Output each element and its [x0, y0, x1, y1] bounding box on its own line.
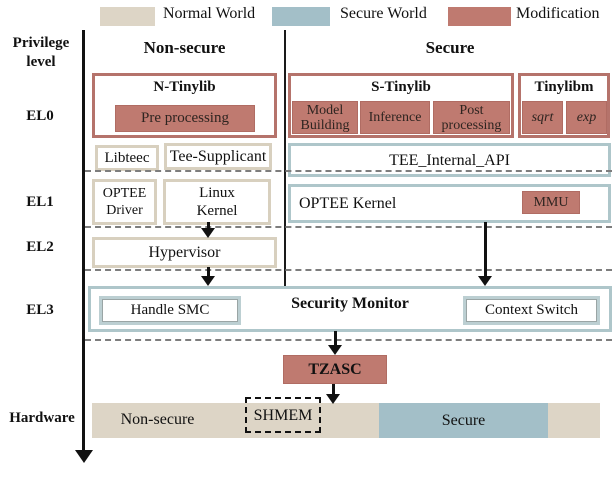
separator-el2-el3: [85, 269, 612, 271]
shmem-box: SHMEM: [245, 397, 321, 433]
legend-label-normal-world: Normal World: [163, 5, 256, 22]
column-header-non-secure: Non-secure: [143, 38, 226, 57]
security-monitor-box: Security Monitor Handle SMC Context Swit…: [88, 286, 612, 332]
context-switch-box: Context Switch: [463, 296, 600, 325]
legend-swatch-normal-world: [100, 7, 155, 26]
level-label-el0: EL0: [26, 108, 54, 124]
arrow-hypervisor-to-security-monitor-icon: [201, 267, 215, 286]
libteec-box: Libteec: [95, 145, 159, 171]
optee-kernel-label: OPTEE Kernel: [299, 195, 397, 212]
level-label-el3: EL3: [26, 302, 54, 318]
separator-el3-hardware: [85, 339, 612, 341]
legend-swatch-secure-world: [272, 7, 330, 26]
n-tinylib-title: N-Tinylib: [153, 79, 216, 95]
exp-box: exp: [566, 101, 607, 134]
tee-supplicant-box: Tee-Supplicant: [164, 143, 272, 170]
legend-label-secure-world: Secure World: [340, 5, 427, 22]
arrow-security-monitor-to-tzasc-icon: [328, 331, 342, 355]
column-header-secure: Secure: [425, 38, 475, 57]
legend-swatch-modification: [448, 7, 511, 26]
arrow-tzasc-to-memory-icon: [326, 384, 340, 404]
tinylibm-title: Tinylibm: [534, 79, 594, 95]
tzasc-box: TZASC: [283, 355, 387, 384]
hardware-secure-region: Secure: [379, 403, 548, 438]
legend-label-modification: Modification: [516, 5, 600, 22]
level-label-hardware: Hardware: [9, 410, 75, 426]
separator-el1-el2: [85, 226, 612, 228]
privilege-axis-line: [82, 30, 85, 452]
arrow-optee-kernel-to-security-monitor-icon: [478, 222, 492, 286]
level-label-el1: EL1: [26, 194, 54, 210]
security-monitor-title: Security Monitor: [291, 295, 409, 312]
hypervisor-box: Hypervisor: [92, 237, 277, 268]
hardware-non-secure-label: Non-secure: [120, 411, 195, 428]
handle-smc-box: Handle SMC: [99, 296, 241, 325]
linux-kernel-box: Linux Kernel: [163, 179, 271, 225]
separator-el0-el1: [85, 170, 612, 172]
pre-processing-box: Pre processing: [115, 105, 255, 132]
privilege-axis-arrowhead-icon: [75, 450, 93, 463]
optee-driver-box: OPTEE Driver: [92, 179, 157, 225]
inference-box: Inference: [360, 101, 430, 134]
post-processing-box: Post processing: [433, 101, 510, 134]
mmu-box: MMU: [522, 191, 580, 214]
s-tinylib-title: S-Tinylib: [371, 79, 431, 95]
world-divider-line: [284, 30, 286, 286]
privilege-axis-title: Privilege level: [12, 35, 70, 70]
model-building-box: Model Building: [292, 101, 358, 134]
hardware-bar: Non-secure SHMEM Secure: [92, 397, 600, 438]
sqrt-box: sqrt: [522, 101, 563, 134]
level-label-el2: EL2: [26, 239, 54, 255]
arrow-linux-kernel-to-hypervisor-icon: [201, 222, 215, 238]
